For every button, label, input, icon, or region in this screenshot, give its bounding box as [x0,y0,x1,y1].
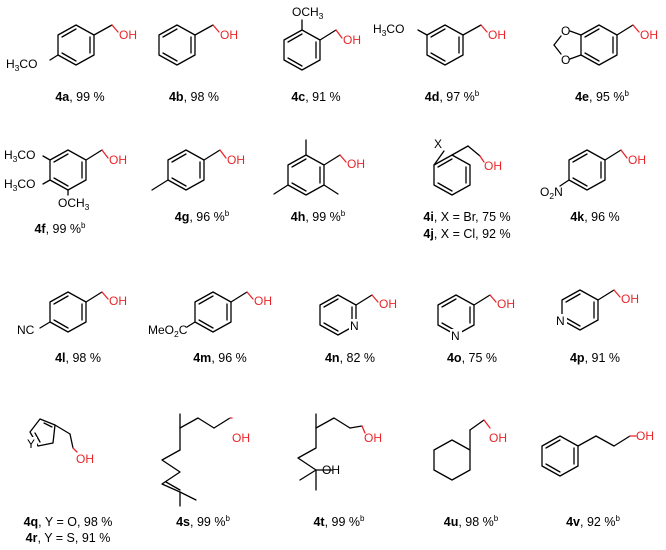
caption-4k: 4k, 96 % [570,210,620,224]
structure-4m: MeO2C OH [148,291,272,339]
hydroxyl-label: OH [497,297,515,311]
ester-label: MeO2C [148,323,188,339]
methoxy-label: H3CO [4,177,35,193]
caption-4s: 4s, 99 %b [176,513,230,529]
caption-4v: 4v, 92 %b [566,513,620,529]
structure-4k: O2N OH [540,149,646,201]
hydroxyl-label: OH [119,28,137,42]
structure-4u: OH [433,419,507,481]
hydroxyl-label: OH [379,297,397,311]
caption-4j: 4j, X = Cl, 92 % [423,227,511,241]
caption-4e: 4e, 95 %b [575,88,629,104]
caption-4p: 4p, 91 % [569,351,621,365]
caption-4h: 4h, 99 %b [290,208,346,224]
structure-4s: OH [161,413,250,507]
caption-4a: 4a, 99 % [55,90,105,104]
nitrile-label: NC [17,323,35,337]
hydroxyl-label: OH [109,294,127,308]
hydroxyl-label: OH [76,452,94,466]
hydroxyl-label: OH [636,429,654,443]
caption-4n: 4n, 82 % [324,351,376,365]
hydroxyl-label: OH [343,33,361,47]
structure-4f: OH H3CO H3CO OCH3 [4,148,127,212]
structure-4i-4j: X OH [433,137,502,196]
caption-4b: 4b, 98 % [168,90,220,104]
hydroxyl-label: OH [640,28,658,42]
caption-4c: 4c, 91 % [291,90,341,104]
hydroxyl-label: OH [220,28,238,42]
structure-4o: N OH [437,294,515,343]
hydroxyl-label: OH [488,28,506,42]
hydroxyl-label: OH [628,153,646,167]
structure-4e: O O OH [553,24,658,67]
methoxy-label: H3CO [4,148,35,164]
hydroxyl-label: OH [227,153,245,167]
oxygen-label: O [561,53,570,67]
methoxy-label: OCH3 [58,196,90,212]
structure-4v: OH [541,429,654,477]
structure-4c: OCH3 OH [283,5,361,71]
caption-4t: 4t, 99 %b [313,513,365,529]
caption-4m: 4m, 96 % [193,351,247,365]
nitrogen-label: N [556,314,565,328]
structure-4p: N OH [555,289,639,331]
structure-4d: H3CO OH [373,22,506,66]
hydroxyl-label: OH [489,431,507,445]
caption-4g: 4g, 96 %b [174,208,230,224]
caption-4q: 4q, Y = O, 98 % [23,515,113,529]
caption-4r: 4r, Y = S, 91 % [25,531,111,545]
structure-4h: OH [273,139,365,196]
caption-4l: 4l, 98 % [55,351,101,365]
heteroatom-label: Y [27,437,35,451]
structure-4a: OH H3CO [6,24,137,73]
nitro-label: O2N [540,185,563,201]
caption-4o: 4o, 75 % [446,351,498,365]
nitrogen-label: N [350,319,359,333]
nitrogen-label: N [451,329,460,343]
methoxy-label: H3CO [6,57,37,73]
caption-4d: 4d, 97 %b [424,88,480,104]
hydroxyl-label: OH [254,294,272,308]
hydroxyl-label: OH [484,159,502,173]
structure-4l: NC OH [17,291,127,337]
methoxy-label: OCH3 [292,5,324,21]
structure-4b: OH [158,24,238,66]
caption-4i: 4i, X = Br, 75 % [423,210,511,224]
caption-4f: 4f, 99 %b [34,220,86,236]
methoxy-label: H3CO [373,22,404,38]
structure-4t: OH OH [297,413,382,491]
hydroxyl-label: OH [347,157,365,171]
hydroxyl-label: OH [232,431,250,445]
hydroxyl-label: OH [364,431,382,445]
halogen-label: X [434,137,442,151]
structure-4q-4r: Y OH [26,418,94,466]
caption-4u: 4u, 98 %b [443,513,499,529]
oxygen-label: O [561,24,570,38]
hydroxyl-label: OH [621,292,639,306]
structure-4g: OH [151,149,245,191]
hydroxyl-label: OH [109,153,127,167]
structure-4n: N OH [319,294,397,336]
tertiary-hydroxyl-label: OH [322,463,340,477]
